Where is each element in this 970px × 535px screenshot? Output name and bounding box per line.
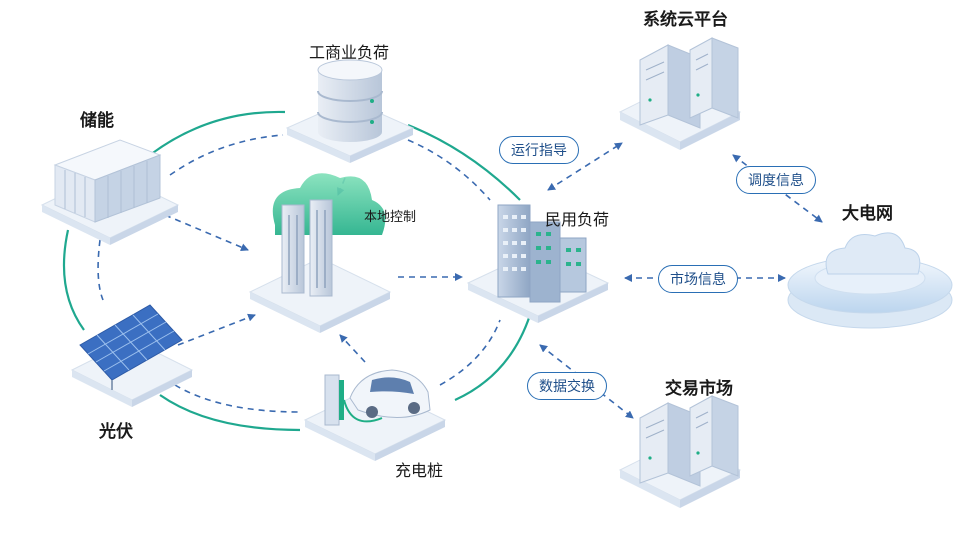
ops-guidance-pill: 运行指导 — [499, 136, 579, 164]
commercial-load-icon — [285, 59, 415, 163]
market-info-pill: 市场信息 — [658, 265, 738, 293]
grid-icon — [787, 232, 953, 329]
dispatch-info-pill: 调度信息 — [736, 166, 816, 194]
commercial-load-label: 工商业负荷 — [309, 43, 390, 62]
cloud-platform-label: 系统云平台 — [643, 10, 728, 30]
dashed-loop — [97, 134, 501, 413]
local-control-icon — [248, 173, 392, 333]
storage-label: 储能 — [80, 111, 114, 131]
charging-pile-label: 充电桩 — [395, 461, 444, 480]
local-control-label: 本地控制 — [364, 210, 417, 225]
charging-pile-icon — [303, 369, 447, 461]
residential-load-icon — [466, 204, 610, 323]
residential-load-label: 民用负荷 — [545, 210, 610, 229]
grid-label: 大电网 — [842, 204, 893, 224]
solar-label: 光伏 — [99, 422, 133, 442]
storage-icon — [40, 139, 180, 245]
solar-icon — [70, 304, 194, 407]
cloud-platform-icon — [618, 37, 742, 150]
market-server-icon — [618, 395, 742, 508]
ring-lines — [62, 110, 532, 432]
data-exchange-pill: 数据交换 — [527, 372, 607, 400]
market-label: 交易市场 — [665, 379, 733, 399]
